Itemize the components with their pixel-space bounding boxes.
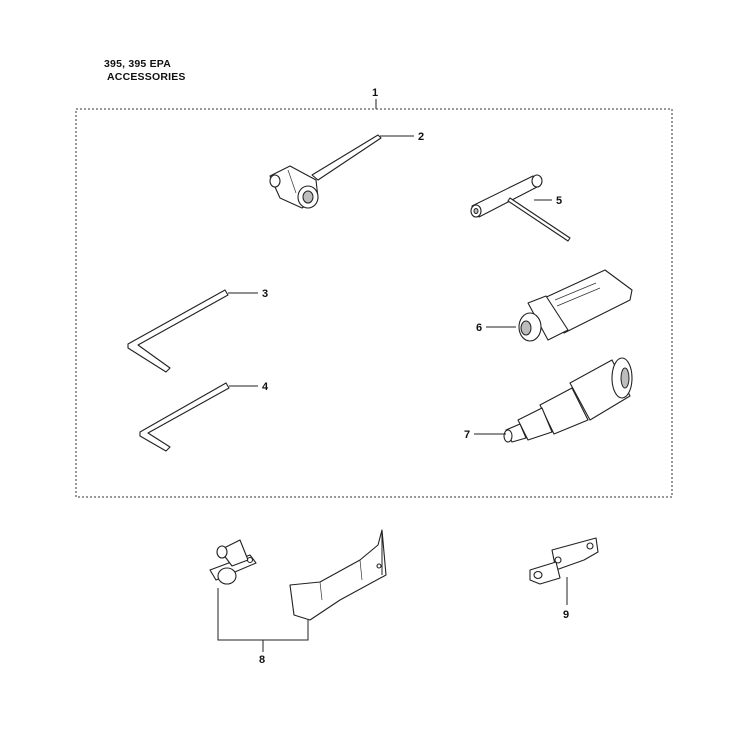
callout-6: 6: [476, 322, 482, 334]
model-title: 395, 395 EPA: [104, 58, 171, 70]
callout-7: 7: [464, 429, 470, 441]
callout-4: 4: [262, 381, 269, 393]
callout-2: 2: [418, 131, 424, 143]
kit-group-box: [75, 108, 673, 498]
combination-spanner-icon: [269, 134, 382, 209]
callout-3: 3: [262, 288, 268, 300]
grease-gun-icon: [503, 357, 633, 443]
callout-5: 5: [556, 195, 562, 207]
t-wrench-icon: [470, 174, 571, 242]
hex-key-large-icon: [127, 289, 229, 373]
callout-8: 8: [259, 654, 265, 666]
callout-9: 9: [563, 609, 569, 621]
callout-1: 1: [372, 87, 378, 99]
bracket-icon: [529, 537, 599, 585]
grease-tube-icon: [518, 269, 633, 342]
section-title: ACCESSORIES: [107, 71, 186, 83]
bar-guard-icon: [209, 529, 387, 621]
hex-key-small-icon: [139, 382, 230, 452]
